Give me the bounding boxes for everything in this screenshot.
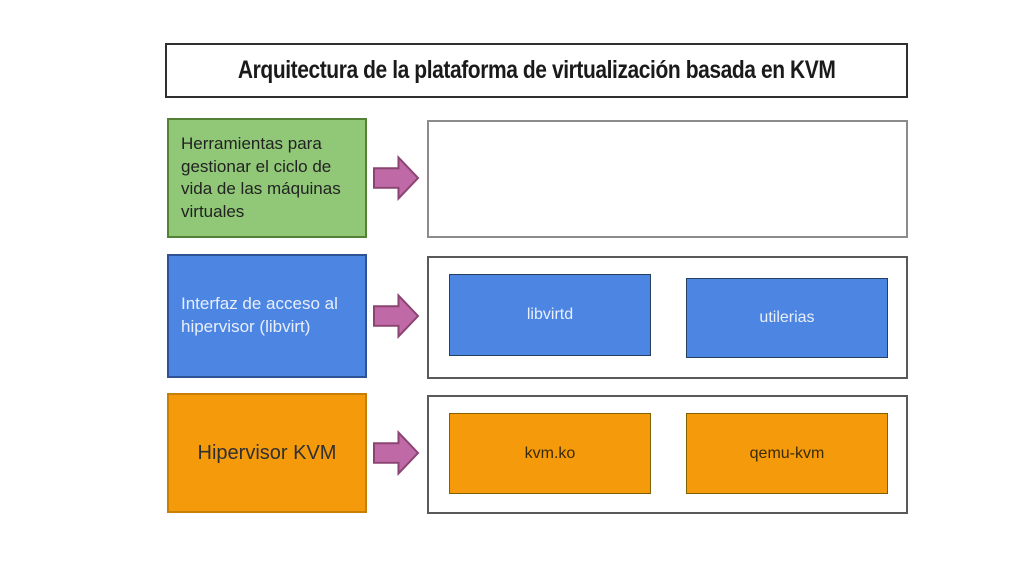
box-libvirtd: libvirtd	[449, 274, 651, 356]
box-libvirtd-label: libvirtd	[526, 306, 574, 323]
diagram-title: Arquitectura de la plataforma de virtual…	[237, 56, 836, 84]
box-kvm-ko: kvm.ko	[449, 413, 651, 494]
box-kvm-ko-label: kvm.ko	[524, 444, 576, 462]
container-kvm: kvm.ko qemu-kvm	[427, 395, 908, 514]
box-utilerias: utilerias	[686, 278, 888, 358]
box-hipervisor-kvm-label: Hipervisor KVM	[197, 441, 337, 464]
right-arrow-icon	[373, 293, 420, 339]
container-herramientas	[427, 120, 908, 238]
right-arrow-icon	[373, 155, 420, 201]
box-interfaz-libvirt: Interfaz de acceso al hipervisor (libvir…	[167, 254, 367, 378]
diagram-title-box: Arquitectura de la plataforma de virtual…	[165, 43, 908, 98]
box-herramientas: Herramientas para gestionar el ciclo de …	[167, 118, 367, 238]
right-arrow-icon	[373, 430, 420, 476]
box-interfaz-libvirt-label: Interfaz de acceso al hipervisor (libvir…	[181, 294, 338, 336]
box-herramientas-label: Herramientas para gestionar el ciclo de …	[181, 134, 341, 221]
box-qemu-kvm: qemu-kvm	[686, 413, 888, 494]
box-utilerias-label: utilerias	[759, 309, 815, 326]
box-qemu-kvm-label: qemu-kvm	[749, 444, 825, 462]
container-libvirt: libvirtd utilerias	[427, 256, 908, 379]
box-hipervisor-kvm: Hipervisor KVM	[167, 393, 367, 513]
